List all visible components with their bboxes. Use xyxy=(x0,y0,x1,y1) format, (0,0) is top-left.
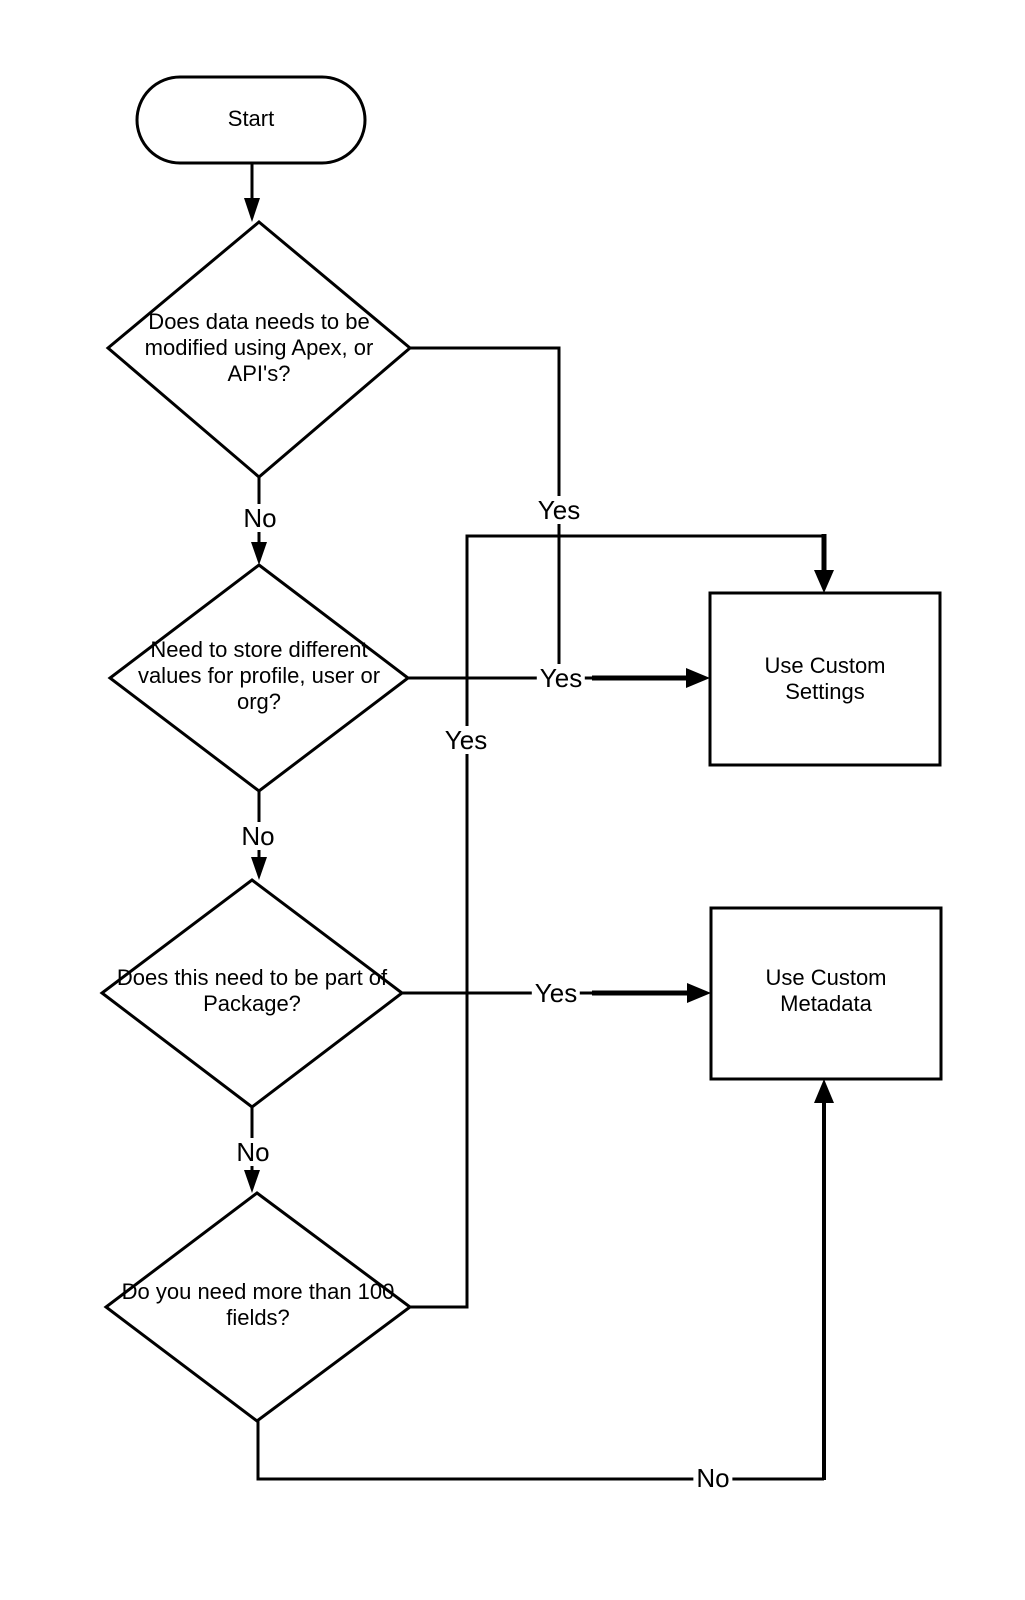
start-node-label: Start xyxy=(227,106,275,131)
arrowhead-into-d4 xyxy=(244,1170,260,1193)
decision-package-shape xyxy=(99,878,405,1109)
edge-label-d4-no: No xyxy=(693,1464,733,1492)
arrowhead-into-metadata-left xyxy=(687,983,711,1003)
edge-label-d2-yes: Yes xyxy=(536,664,586,692)
edge-label-d4-yes: Yes xyxy=(441,726,491,754)
edge-d4-yes-line xyxy=(410,534,824,1309)
edge-label-d2-no: No xyxy=(238,822,278,850)
edge-d1-yes-line xyxy=(410,346,561,678)
arrowhead-into-d2 xyxy=(251,542,267,565)
edge-d4-no-line xyxy=(256,1421,824,1481)
decision-profile-user-org-label: Need to store different values for profi… xyxy=(137,637,381,714)
use-custom-metadata-label: Use Custom Metadata xyxy=(765,965,887,1016)
decision-apex-api-label: Does data needs to be modified using Ape… xyxy=(144,309,374,386)
arrowhead-into-d1 xyxy=(244,198,260,222)
use-custom-settings-shape xyxy=(708,591,942,767)
edge-label-d1-no: No xyxy=(240,504,280,532)
edge-label-d3-no: No xyxy=(233,1138,273,1166)
use-custom-settings-label: Use Custom Settings xyxy=(764,653,886,704)
arrowhead-into-d3 xyxy=(251,857,267,880)
arrowhead-into-metadata-bottom xyxy=(814,1079,834,1103)
arrowhead-into-settings-left xyxy=(686,668,710,688)
decision-100-fields-label: Do you need more than 100 fields? xyxy=(121,1279,395,1330)
start-terminator-shape xyxy=(135,75,367,165)
arrowhead-into-settings-top xyxy=(814,570,834,593)
decision-profile-user-org-shape xyxy=(107,563,411,793)
decision-100-fields-shape xyxy=(103,1191,413,1423)
decision-package-label: Does this need to be part of Package? xyxy=(116,965,388,1016)
use-custom-metadata-shape xyxy=(709,906,943,1081)
edge-label-d3-yes: Yes xyxy=(531,979,581,1007)
edge-label-d1-yes: Yes xyxy=(534,496,584,524)
decision-apex-api-shape xyxy=(105,220,413,479)
